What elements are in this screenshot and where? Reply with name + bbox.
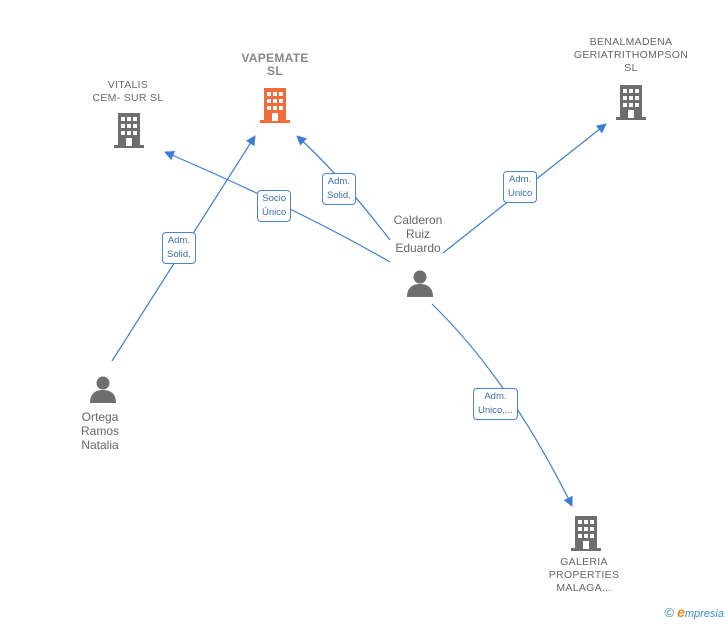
vapemate-building-icon[interactable] <box>258 86 292 124</box>
edge-label-calderon-vitalis[interactable]: Socio Único <box>257 190 292 222</box>
ortega-person-icon[interactable] <box>88 374 118 404</box>
edge-label-calderon-benalmadena[interactable]: Adm. Unico <box>503 171 538 203</box>
calderon-label[interactable]: Calderon Ruiz Eduardo <box>393 213 443 255</box>
calderon-person-icon[interactable] <box>405 268 435 298</box>
brand-name: mpresia <box>684 608 724 620</box>
benalmadena-label[interactable]: BENALMADENA GERIATRITHOMPSON SL <box>573 36 689 74</box>
vapemate-label[interactable]: VAPEMATE SL <box>241 51 309 78</box>
galeria-building-icon[interactable] <box>569 514 603 552</box>
copyright-icon: © <box>664 605 675 620</box>
vitalis-label[interactable]: VITALIS CEM- SUR SL <box>92 79 164 104</box>
footer-brand: ©empresia <box>664 604 724 620</box>
brand-logo-initial: e <box>677 604 685 620</box>
galeria-label[interactable]: GALERIA PROPERTIES MALAGA... <box>548 556 620 594</box>
vitalis-building-icon[interactable] <box>112 111 146 149</box>
edge-label-calderon-galeria[interactable]: Adm. Unico,... <box>473 388 518 420</box>
ortega-label[interactable]: Ortega Ramos Natalia <box>80 410 119 452</box>
benalmadena-building-icon[interactable] <box>614 83 648 121</box>
edge-label-calderon-vapemate[interactable]: Adm. Solid. <box>322 173 356 205</box>
edge-label-ortega-vapemate[interactable]: Adm. Solid. <box>162 232 196 264</box>
